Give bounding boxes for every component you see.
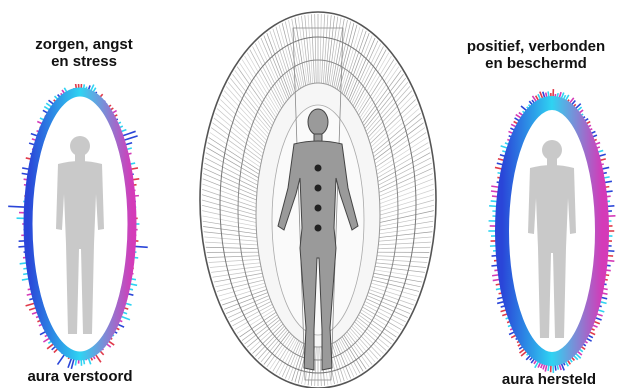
energy-ray xyxy=(206,153,258,182)
energy-ray xyxy=(202,195,256,212)
caption-top-right-line2: en beschermd xyxy=(444,55,628,72)
energy-ray xyxy=(209,259,260,262)
disturbed-aura-figure xyxy=(0,84,170,384)
energy-ray xyxy=(224,293,268,310)
energy-ray xyxy=(380,179,434,200)
energy-ray xyxy=(375,266,425,272)
energy-ray xyxy=(210,133,260,168)
energy-ray xyxy=(206,247,258,248)
energy-ray xyxy=(376,263,426,268)
energy-ray xyxy=(209,137,260,170)
caption-top-left-line1: zorgen, angst xyxy=(0,36,168,53)
aura-spike xyxy=(489,206,497,207)
restored-aura-figure xyxy=(476,86,628,376)
energy-ray xyxy=(350,41,378,102)
energy-ray xyxy=(220,99,265,143)
energy-ray xyxy=(228,299,270,318)
energy-ray xyxy=(212,270,261,277)
energy-ray xyxy=(378,153,430,182)
energy-ray xyxy=(369,290,414,305)
energy-ray xyxy=(376,259,427,262)
energy-ray xyxy=(376,133,426,168)
caption-top-right-line1: positief, verbonden xyxy=(444,38,628,55)
energy-ray xyxy=(215,113,263,153)
energy-ray xyxy=(377,256,428,258)
energy-ray xyxy=(378,247,430,248)
aura-spike xyxy=(545,364,547,371)
energy-ray xyxy=(380,184,434,204)
energy-ray xyxy=(373,113,421,153)
caption-top-left-line2: en stress xyxy=(0,53,168,70)
sketched-energy-field-figure xyxy=(193,0,443,388)
energy-ray xyxy=(208,256,259,258)
energy-ray xyxy=(203,221,257,230)
energy-ray xyxy=(211,266,261,272)
energy-ray xyxy=(320,14,322,83)
energy-ray xyxy=(258,41,286,102)
energy-ray xyxy=(380,195,434,212)
energy-ray xyxy=(370,99,415,143)
energy-ray xyxy=(255,44,284,104)
energy-ray xyxy=(210,263,260,268)
energy-ray xyxy=(203,179,257,200)
energy-ray xyxy=(374,270,423,277)
energy-ray xyxy=(368,293,412,310)
energy-ray xyxy=(352,44,381,104)
energy-ray xyxy=(380,189,434,207)
energy-ray xyxy=(202,184,256,204)
energy-ray xyxy=(205,242,258,245)
energy-ray xyxy=(214,273,262,282)
energy-ray xyxy=(222,290,267,305)
energy-ray xyxy=(376,137,427,170)
energy-ray xyxy=(202,189,256,207)
energy-ray xyxy=(204,237,257,241)
caption-top-right: positief, verbonden en beschermd xyxy=(444,38,628,72)
energy-ray xyxy=(366,299,408,318)
energy-ray xyxy=(380,221,434,230)
aura-spike xyxy=(8,206,26,207)
energy-ray xyxy=(292,344,304,382)
aura-spike xyxy=(607,260,615,261)
energy-ray xyxy=(332,344,344,382)
energy-ray xyxy=(374,273,422,282)
energy-ray xyxy=(226,296,269,314)
caption-top-left: zorgen, angst en stress xyxy=(0,36,168,70)
energy-ray xyxy=(367,296,410,314)
energy-ray xyxy=(315,14,317,83)
energy-ray xyxy=(378,242,431,245)
energy-ray xyxy=(379,237,432,241)
